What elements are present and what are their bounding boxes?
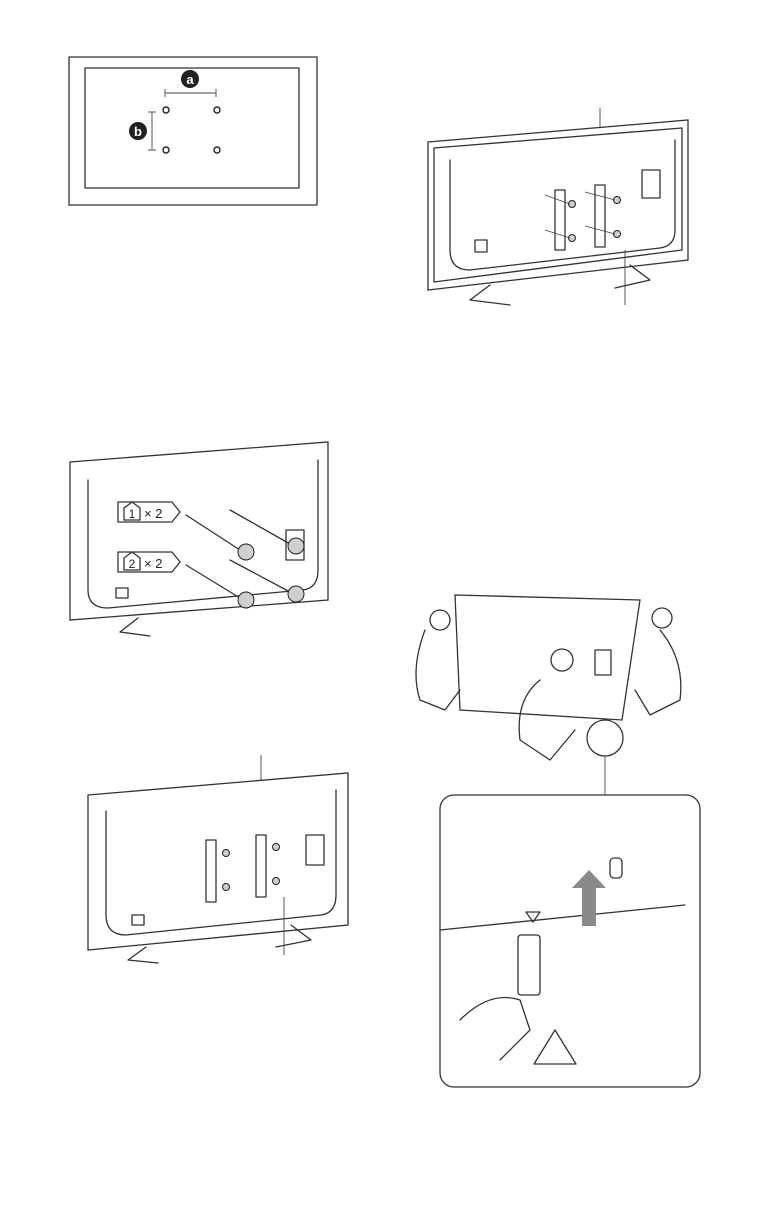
tv-stand-left: [470, 285, 510, 305]
person-right: [635, 630, 681, 715]
hole-pattern-figure: a b: [68, 56, 318, 206]
callout-2-number: 2: [129, 557, 136, 571]
mount-hole: [214, 147, 220, 153]
lifting-tv-figure: [400, 590, 720, 1100]
stand-tab: [518, 935, 540, 995]
mount-hole: [163, 107, 169, 113]
person-left-head: [430, 610, 450, 630]
detail-callout-circle: [587, 720, 623, 756]
callout-2-qty: × 2: [144, 556, 162, 571]
mount-hole: [163, 147, 169, 153]
tv-rear-brackets-figure-top: [420, 100, 710, 320]
lift-up-arrow: [572, 870, 606, 926]
callout-1-qty: × 2: [144, 506, 162, 521]
person-left: [416, 630, 460, 710]
inset-hand: [460, 998, 530, 1061]
mount-hole: [214, 107, 220, 113]
tv-rear-brackets-figure-bottom: [86, 755, 356, 965]
inset-tv-port: [610, 858, 622, 878]
tv-rear-screws-figure: 1 × 2 2 × 2: [68, 440, 338, 640]
detail-inset-frame: [440, 795, 700, 1087]
tv-back-outline: [88, 773, 348, 950]
label-a: a: [186, 72, 194, 87]
inset-tv-edge: [440, 905, 685, 930]
label-b: b: [134, 124, 142, 139]
caution-pinch-icon: [534, 1030, 576, 1064]
callout-1-number: 1: [129, 507, 136, 521]
tv-back-outline: [455, 595, 640, 720]
tv-stand-left: [128, 947, 158, 963]
tv-stand-left: [120, 618, 150, 636]
person-right-head: [652, 608, 672, 628]
